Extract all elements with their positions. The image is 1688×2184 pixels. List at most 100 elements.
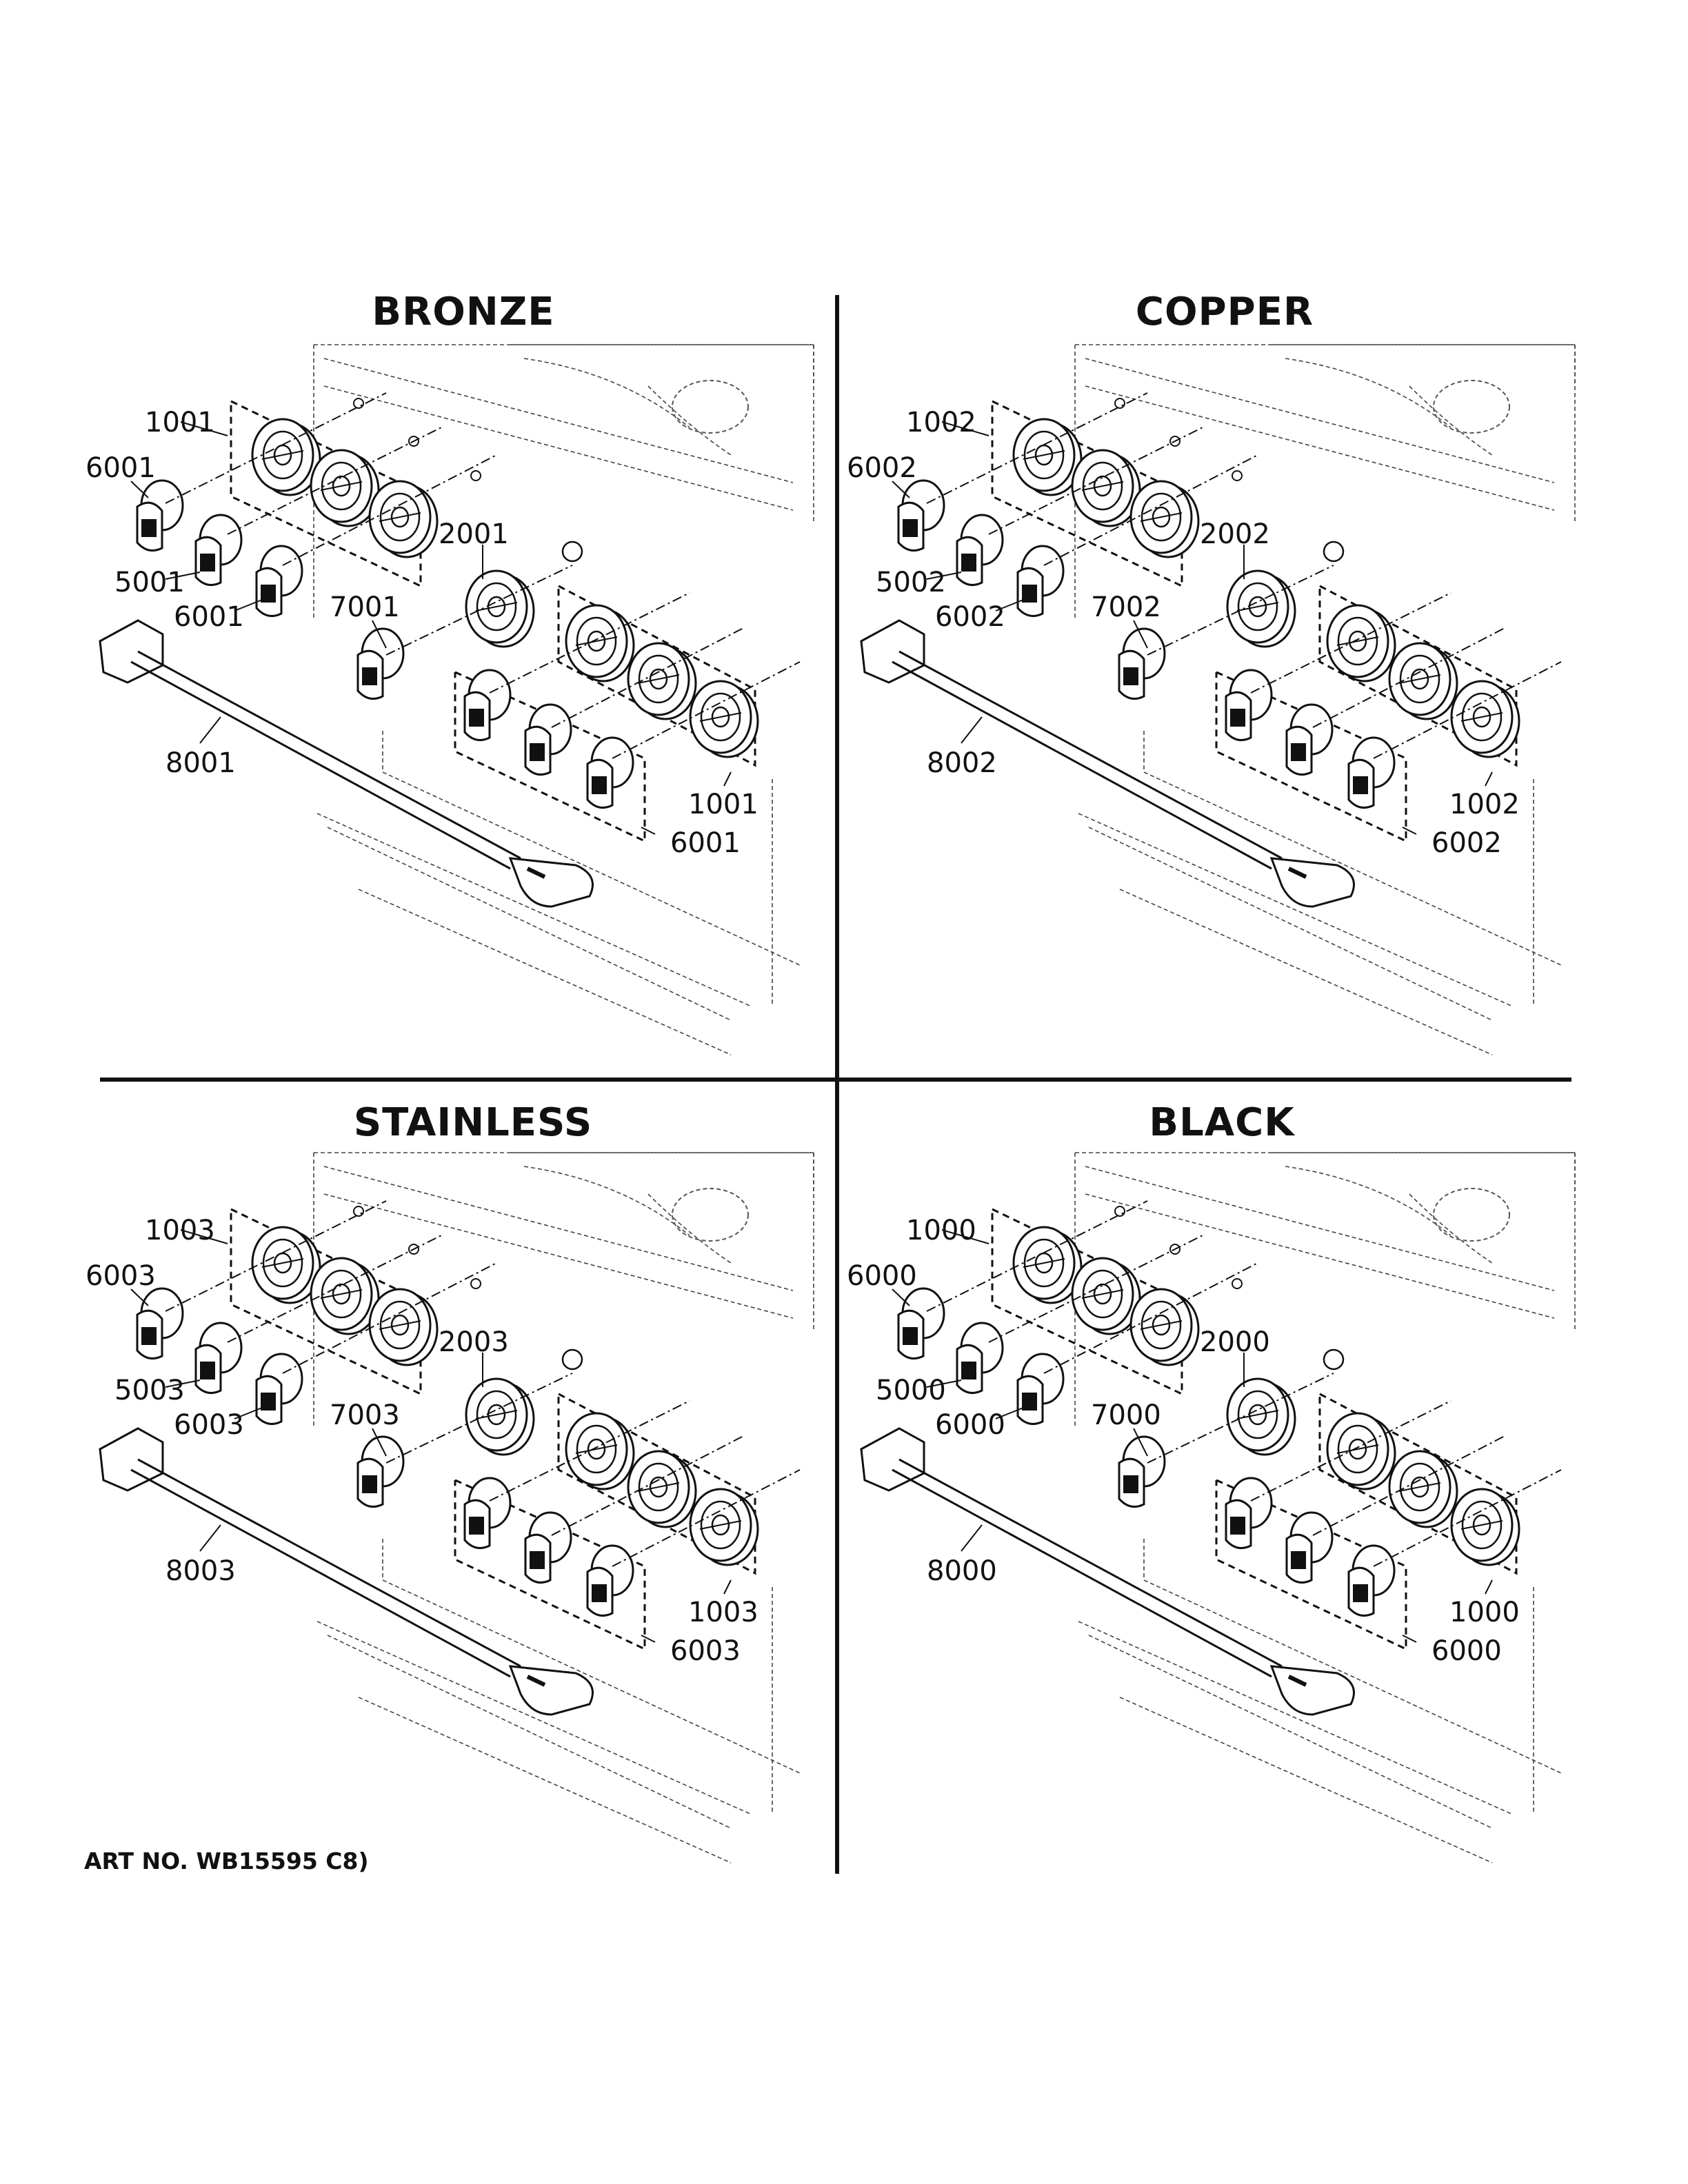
callout-center-ring: 2000 <box>1200 1326 1270 1358</box>
oven-knob <box>356 1435 405 1508</box>
callout-knob-mid: 5003 <box>114 1375 185 1406</box>
callout-knob-mid: 5001 <box>114 567 185 598</box>
alignment-line <box>489 592 690 694</box>
control-knob <box>956 514 1004 587</box>
leader-line <box>1133 1428 1148 1457</box>
leader-line <box>723 1579 732 1595</box>
lower-panel-outline <box>382 731 801 1007</box>
alignment-line <box>385 565 573 656</box>
ring-group-bracket <box>230 1208 422 1396</box>
callout-ring-right: 1001 <box>688 789 758 820</box>
callout-knob-low: 6000 <box>935 1409 1005 1441</box>
leader-line <box>995 599 1024 611</box>
burner-ring <box>251 418 321 496</box>
valve-stem <box>1232 470 1243 481</box>
art-number: ART NO. WB15595 C8) <box>84 1848 369 1874</box>
control-knob <box>1347 1544 1396 1617</box>
leader-line <box>723 771 732 787</box>
valve-stem <box>1114 398 1125 409</box>
leader-line <box>199 1524 221 1552</box>
burner-ring <box>1326 604 1396 682</box>
quadrant-title: COPPER <box>1135 290 1314 334</box>
ring-group-bracket <box>991 1208 1183 1396</box>
callout-knob-mid: 5000 <box>876 1375 946 1406</box>
oven-knob <box>1118 627 1166 700</box>
control-panel-outline <box>1085 358 1555 511</box>
burner-grate-outline <box>1433 1188 1510 1242</box>
callout-center-knob: 7000 <box>1091 1399 1161 1431</box>
control-knob <box>1016 545 1065 618</box>
control-knob <box>956 1322 1004 1395</box>
door-handle <box>99 1427 594 1716</box>
leader-line <box>641 1635 656 1643</box>
leader-line <box>372 620 387 649</box>
ring-group-bracket <box>557 1393 756 1575</box>
alignment-line <box>282 1262 497 1374</box>
leader-line <box>165 1379 201 1388</box>
oven-switch <box>561 540 583 563</box>
leader-line <box>926 1379 962 1388</box>
burner-ring <box>689 1488 759 1566</box>
control-knob <box>524 1511 572 1584</box>
callout-knob-low: 6001 <box>174 601 244 633</box>
oven-door-outline <box>316 813 752 1055</box>
lower-panel-outline <box>1143 731 1562 1007</box>
burner-ring <box>1012 1226 1083 1304</box>
control-knob <box>463 1477 512 1550</box>
control-knob <box>586 736 634 809</box>
exploded-view-drawing <box>99 344 814 1055</box>
callout-knob-low: 6002 <box>935 601 1005 633</box>
callout-handle: 8001 <box>165 747 236 779</box>
control-knob <box>136 1287 184 1360</box>
burner-ring <box>1071 1257 1141 1335</box>
leader-line <box>1402 1635 1417 1643</box>
valve-stem <box>470 1278 481 1289</box>
control-knob <box>524 703 572 776</box>
burner-ring <box>1129 1288 1200 1366</box>
alignment-line <box>1043 454 1258 566</box>
control-knob <box>136 479 184 552</box>
leader-line <box>234 1407 263 1419</box>
callout-ring-right: 1000 <box>1449 1597 1520 1628</box>
valve-stem <box>470 470 481 481</box>
leader-line <box>165 572 201 580</box>
control-knob <box>255 545 303 618</box>
alignment-line <box>926 1200 1148 1312</box>
alignment-line <box>988 427 1203 535</box>
control-panel-outline <box>1085 1166 1555 1319</box>
callout-knob-top: 6001 <box>86 452 156 484</box>
burner-ring <box>689 680 759 758</box>
oven-switch <box>1323 1348 1345 1371</box>
alignment-line <box>1312 1435 1507 1536</box>
door-handle <box>99 619 594 908</box>
valve-stem <box>353 1206 364 1217</box>
burner-ring <box>368 1288 439 1366</box>
control-knob <box>897 1287 945 1360</box>
exploded-view-drawing <box>860 344 1576 1055</box>
oven-knob <box>356 627 405 700</box>
oven-ring <box>1226 569 1296 648</box>
callout-handle: 8003 <box>165 1555 236 1587</box>
alignment-line <box>165 392 387 504</box>
leader-line <box>892 481 910 498</box>
leader-line <box>1133 620 1148 649</box>
horizontal-divider <box>100 1078 1571 1082</box>
burner-ring <box>627 1450 697 1528</box>
callout-knob-right: 6002 <box>1431 827 1502 859</box>
alignment-line <box>926 392 1148 504</box>
control-knob <box>1016 1353 1065 1426</box>
callout-ring-right: 1002 <box>1449 789 1520 820</box>
alignment-line <box>1373 1469 1562 1567</box>
control-knob <box>1225 669 1273 742</box>
callout-knob-top: 6002 <box>847 452 917 484</box>
burner-ring <box>627 642 697 720</box>
callout-knob-mid: 5002 <box>876 567 946 598</box>
burner-ring <box>310 1257 380 1335</box>
alignment-line <box>1250 592 1451 694</box>
leader-line <box>892 1288 910 1306</box>
leader-line <box>641 827 656 835</box>
ring-group-bracket <box>230 400 422 588</box>
callout-center-knob: 7003 <box>330 1399 400 1431</box>
quadrant-title: BRONZE <box>372 290 555 334</box>
door-handle <box>860 1427 1355 1716</box>
